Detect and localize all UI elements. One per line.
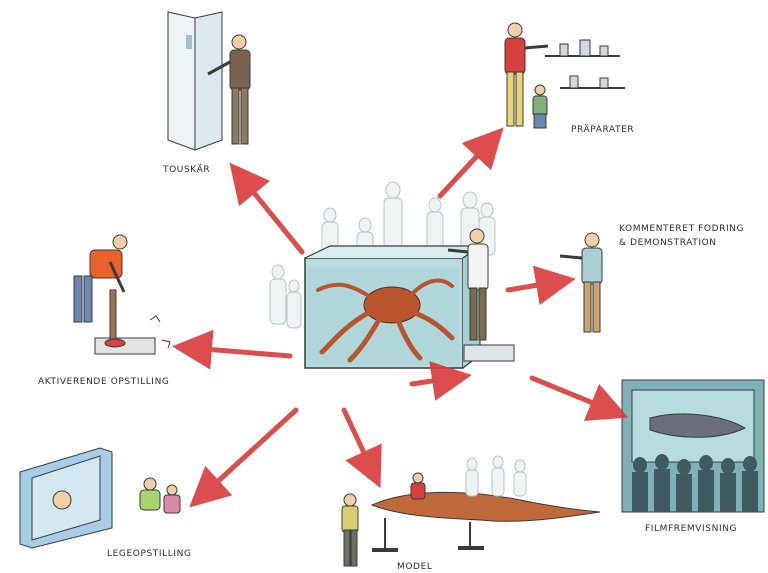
label-touchscreen: TOUSKÄR [163, 164, 210, 176]
arrow-to-interactive [192, 348, 290, 356]
squid-model [342, 456, 600, 566]
label-model: MODEL [397, 561, 432, 573]
arrow-to-touchscreen [242, 178, 302, 252]
label-game: LEGEOPSTILLING [107, 548, 192, 560]
arrow-to-commentary [508, 282, 556, 290]
interactive-setup [74, 235, 170, 354]
arrow-to-model [344, 410, 372, 470]
play-setup [20, 448, 180, 548]
film-screening [622, 380, 764, 512]
specimen-shelves [505, 23, 625, 128]
arrow-to-film [532, 378, 610, 410]
label-commentary-line2: & DEMONSTRATION [619, 237, 717, 249]
label-commentary-line1: KOMMENTERET FODRING [619, 223, 744, 235]
touchscreen-kiosk [168, 12, 250, 150]
arrow-to-play [204, 410, 296, 494]
arrow-to-presenter [412, 378, 452, 384]
label-specimens: PRÄPARATER [571, 124, 634, 136]
arrow-to-specimens [440, 142, 490, 196]
commentary-presenter [560, 233, 602, 332]
label-interactive: AKTIVERENDE OPSTILLING [38, 376, 169, 388]
label-film: FILMFREMVISNING [645, 523, 737, 535]
